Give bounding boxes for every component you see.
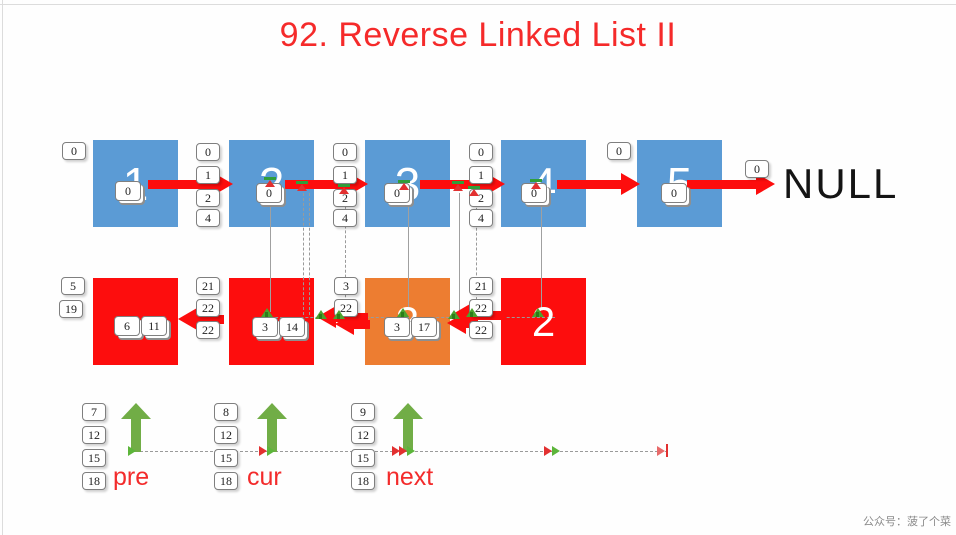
node-1-pointer-badge: 0 (115, 181, 141, 201)
pre-pointer-arrow (121, 403, 151, 452)
next-pointer-arrow (393, 403, 423, 452)
keyframe-marker-icon (530, 179, 542, 189)
index-box: 22 (469, 321, 493, 339)
square-b-badge: 3 (252, 317, 278, 337)
keyframe-marker-icon (338, 184, 350, 194)
next-label: next (386, 463, 434, 491)
step-box: 18 (351, 472, 375, 490)
timeline-end-icon (657, 446, 665, 456)
index-box: 22 (196, 299, 220, 317)
square-c-badge: 3 (384, 317, 410, 337)
green-marker-icon (315, 310, 327, 320)
step-box: 12 (214, 426, 238, 444)
step-box: 18 (82, 472, 106, 490)
index-box: 4 (469, 209, 493, 227)
canvas-left-edge (2, 0, 3, 535)
reversed-node-d-value: 2 (531, 297, 556, 345)
watermark: 公众号：菠了个菜 (863, 516, 951, 528)
reverse-arrow-c-b-2 (335, 313, 370, 335)
connector-line (541, 200, 542, 308)
keyframe-marker-icon (264, 177, 276, 187)
index-box: 0 (607, 142, 631, 160)
step-box: 15 (351, 449, 375, 467)
step-box: 12 (82, 426, 106, 444)
index-box: 4 (333, 209, 357, 227)
connector-line (459, 193, 460, 313)
index-box: 4 (196, 209, 220, 227)
step-box: 15 (214, 449, 238, 467)
index-box: 1 (333, 166, 357, 184)
square-c-badge: 17 (411, 317, 437, 337)
index-box: 19 (59, 300, 83, 318)
square-a-badge: 11 (141, 316, 167, 336)
green-marker-icon (466, 308, 478, 318)
square-a-badge: 6 (114, 316, 140, 336)
reversed-node-d (501, 278, 586, 365)
index-box: 0 (196, 143, 220, 161)
index-box: 1 (196, 166, 220, 184)
playhead-icon (544, 446, 552, 456)
keyframe-marker-icon (296, 181, 308, 191)
playhead-icon (552, 446, 560, 456)
page-title: 92. Reverse Linked List II (279, 16, 677, 54)
index-box: 21 (196, 277, 220, 295)
playhead-icon (259, 446, 267, 456)
connector-dashed-line (345, 196, 346, 312)
connector-dashed-line (303, 193, 304, 315)
index-box: 5 (61, 277, 85, 295)
pre-label: pre (113, 463, 150, 491)
square-b-badge: 14 (279, 317, 305, 337)
cur-label: cur (247, 463, 282, 491)
index-box: 0 (745, 160, 769, 178)
keyframe-marker-icon (452, 181, 464, 191)
index-box: 0 (469, 143, 493, 161)
cur-pointer-arrow (257, 403, 287, 452)
connector-dashed-line (309, 193, 310, 315)
null-label: NULL (783, 160, 899, 207)
index-box: 22 (196, 321, 220, 339)
connector-line (270, 200, 271, 312)
index-box: 0 (333, 143, 357, 161)
playhead-icon (407, 446, 415, 456)
green-marker-icon (448, 310, 460, 320)
connector-dashed-line (476, 198, 477, 310)
reverse-arrow-b-a (178, 308, 224, 330)
step-box: 15 (82, 449, 106, 467)
node-5-pointer-badge: 0 (661, 183, 687, 203)
green-marker-icon (532, 308, 544, 318)
canvas-top-edge (0, 4, 956, 5)
green-marker-icon (397, 308, 409, 318)
playhead-icon (267, 446, 275, 456)
keyframe-marker-icon (468, 186, 480, 196)
step-box: 18 (214, 472, 238, 490)
step-box: 9 (351, 403, 375, 421)
step-box: 7 (82, 403, 106, 421)
index-box: 2 (196, 189, 220, 207)
green-marker-icon (333, 310, 345, 320)
next-arrow-5-null (687, 173, 775, 195)
index-box: 21 (469, 277, 493, 295)
playhead-icon (399, 446, 407, 456)
timeline-end-bar (666, 444, 668, 457)
next-arrow-4-5 (557, 173, 640, 195)
playhead-icon (128, 446, 136, 456)
index-box: 3 (334, 277, 358, 295)
green-marker-icon (261, 308, 273, 318)
keyframe-marker-icon (398, 180, 410, 190)
playhead-icon (392, 446, 400, 456)
step-box: 8 (214, 403, 238, 421)
step-box: 12 (351, 426, 375, 444)
index-box: 0 (62, 142, 86, 160)
connector-line (408, 200, 409, 308)
index-box: 1 (469, 166, 493, 184)
node-2-pointer-badge: 0 (256, 183, 282, 203)
